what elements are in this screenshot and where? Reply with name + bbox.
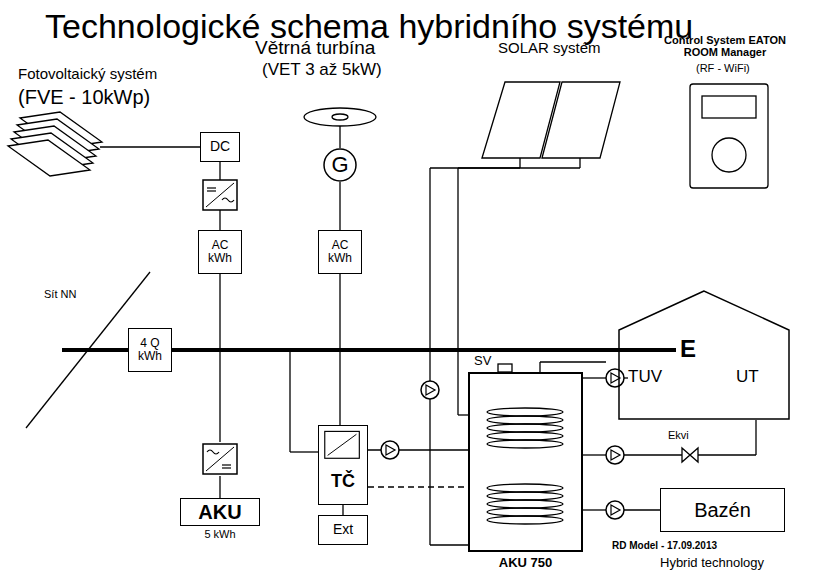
connector [340, 182, 341, 230]
generator-circle: G [323, 148, 357, 182]
battery-label: AKU [198, 501, 241, 523]
battery-capacity: 5 kWh [181, 528, 259, 540]
external-unit-box: Ext [318, 515, 368, 545]
house-label: UT [736, 368, 759, 387]
valve-label: Ekvi [668, 429, 689, 441]
section-subtitle: (FVE - 10kWp) [18, 86, 150, 108]
node-label: Bazén [694, 499, 751, 521]
generator-label: G [331, 153, 348, 177]
section-subtitle: (VET 3 až 5kW) [262, 61, 382, 80]
room-manager-device [690, 84, 768, 188]
node-label: Ext [333, 522, 353, 537]
house-label: E [680, 336, 696, 362]
footer-note: Hybrid technology [660, 556, 764, 570]
node-label: DC [210, 139, 230, 154]
footer-note: RD Model - 17.09.2013 [612, 540, 717, 551]
section-title: Fotovoltaický systém [18, 66, 157, 83]
pool-box: Bazén [660, 488, 785, 532]
tank-label: AKU 750 [470, 556, 581, 570]
heat-pump-label: TČ [319, 472, 367, 492]
node-label: AC kWh [321, 239, 359, 265]
meter-box: AC kWh [198, 230, 242, 274]
section-title: SOLAR systém [498, 40, 601, 57]
tank-coils [487, 408, 563, 524]
pv-panels [8, 112, 102, 176]
solar-collectors [482, 82, 620, 158]
node-label: AC kWh [201, 239, 239, 265]
section-subtitle: (RF - WiFi) [696, 62, 750, 74]
node-label: 4 Q kWh [131, 337, 169, 363]
section-title: Větrná turbína [255, 38, 375, 59]
grid-label: Sít NN [44, 288, 76, 300]
house-label: TUV [628, 368, 662, 387]
dc-box: DC [200, 132, 240, 162]
heat-pump-box: TČ [318, 425, 368, 505]
section-title: Control System EATON ROOM Manager [655, 34, 795, 58]
valve-label: SV [474, 354, 491, 368]
meter-box: 4 Q kWh [128, 328, 172, 372]
battery-box: AKU5 kWh [180, 498, 260, 526]
house-shape: E TUV UT [618, 290, 790, 420]
connector [343, 505, 344, 515]
storage-tank: AKU 750 [468, 372, 583, 552]
meter-box: AC kWh [318, 230, 362, 274]
